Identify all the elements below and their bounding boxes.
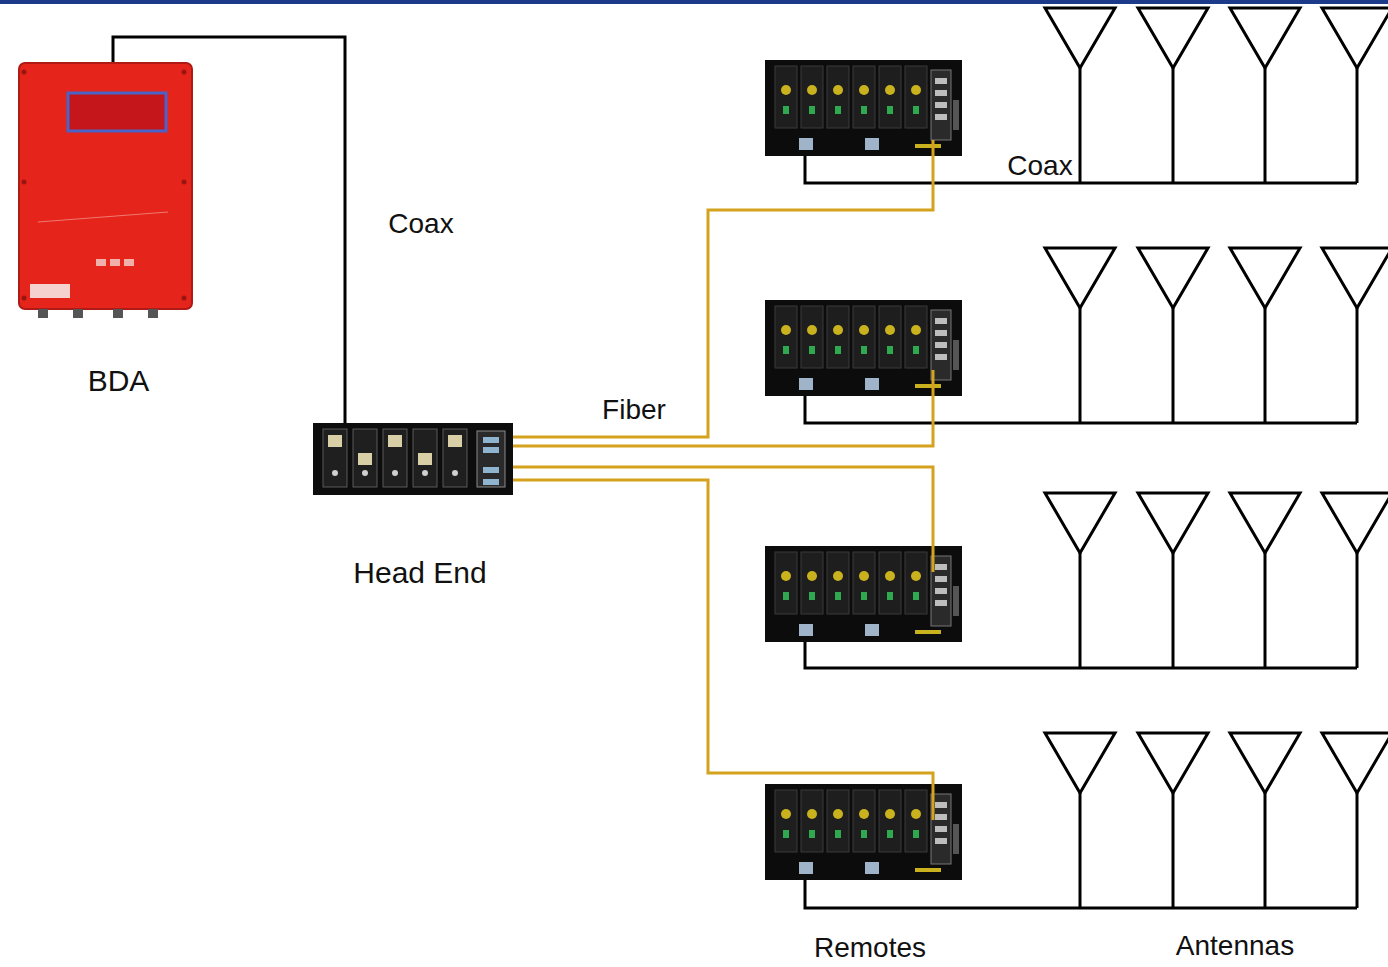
top-bar (0, 0, 1388, 4)
device-label: BDA (4, 364, 233, 398)
part-label: Fiber (599, 395, 669, 425)
amplifier-unit: BDA (18, 62, 193, 398)
device-picture (18, 62, 193, 318)
head-end-unit: Head End (313, 423, 513, 590)
cable-label: Coax (385, 209, 456, 239)
antennas (1045, 8, 1388, 908)
part-label: Coax (1004, 151, 1075, 181)
fiber-lines (513, 140, 933, 820)
part-label: Remotes (811, 933, 929, 963)
part-label: Antennas (1173, 931, 1297, 961)
device-label: Head End (287, 556, 553, 590)
device-picture (313, 423, 513, 495)
